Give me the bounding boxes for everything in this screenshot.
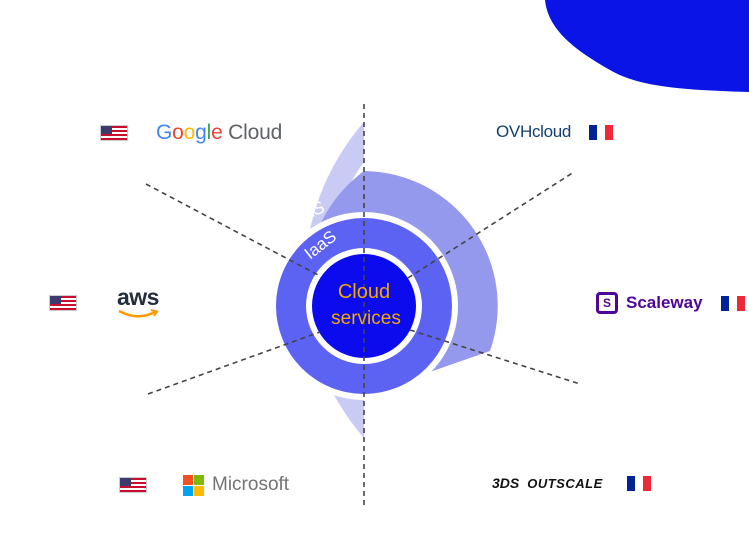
provider-google-cloud: Google Cloud — [100, 121, 282, 145]
provider-microsoft: Microsoft — [119, 474, 289, 496]
ovhcloud-wordmark: OVHcloud — [496, 122, 572, 141]
3ds-logo-icon: 3DS — [492, 475, 520, 491]
dashed-dividers — [145, 104, 581, 508]
accent-blob — [545, 0, 749, 92]
provider-scaleway: S Scaleway — [596, 292, 745, 314]
us-flag-icon — [100, 125, 128, 141]
provider-aws: aws — [49, 286, 159, 319]
microsoft-logo-icon — [183, 474, 204, 496]
us-flag-icon — [49, 294, 77, 311]
saas-label: SaaS — [252, 159, 300, 194]
scaleway-logo-icon: S — [596, 292, 618, 314]
aws-smile-icon — [118, 309, 159, 318]
fr-flag-icon — [626, 475, 651, 491]
provider-ovhcloud: OVHcloud — [496, 122, 614, 142]
us-flag-icon — [119, 477, 147, 493]
aws-logo: aws — [117, 286, 159, 319]
center-subtitle: services — [331, 308, 401, 329]
google-cloud-logo: Google Cloud — [156, 121, 283, 144]
scaleway-wordmark: Scaleway — [626, 293, 703, 312]
provider-outscale: 3DS OUTSCALE — [492, 475, 651, 491]
fr-flag-icon — [720, 295, 745, 311]
microsoft-wordmark: Microsoft — [212, 474, 290, 495]
outscale-wordmark: OUTSCALE — [527, 475, 603, 491]
fr-flag-icon — [589, 124, 614, 140]
center-title: Cloud — [338, 281, 390, 303]
